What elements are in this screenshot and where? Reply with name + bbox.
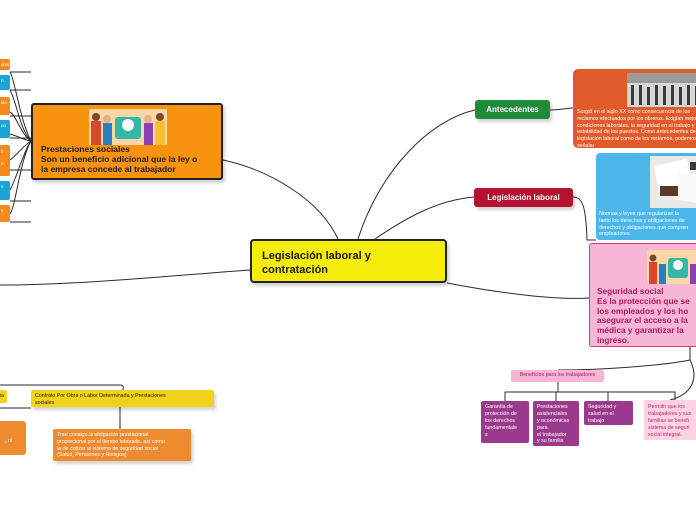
beneficio-item-text: Garantía de protección de los derechos f… [485, 404, 518, 438]
edge-node-text: n [1, 78, 4, 83]
contrato-detail-text: Trae consigo la obligación prestacional … [57, 432, 165, 459]
antecedentes-detail[interactable]: Surgió en el siglo XX como consecuencia … [573, 69, 696, 148]
edge-node-text: ias [1, 100, 7, 105]
edge-node-text: e [1, 161, 4, 166]
prestaciones-text: Prestaciones sociales Son un beneficio a… [41, 144, 198, 174]
workers-illustration [89, 109, 167, 145]
prestaciones-node[interactable]: Prestaciones sociales Son un beneficio a… [31, 103, 223, 180]
cutoff-yellow-node[interactable]: ia [0, 390, 7, 403]
edge-node[interactable]: n [0, 75, 10, 90]
beneficio-item[interactable]: Garantía de protección de los derechos f… [481, 401, 529, 443]
beneficio-item[interactable]: Seguridad y salud en el trabajo [584, 401, 633, 425]
edge-node-text: s [1, 208, 4, 213]
cutoff-orange-text: , ni [5, 438, 13, 444]
contrato-detail[interactable]: Trae consigo la obligación prestacional … [53, 429, 191, 461]
beneficios-label: Beneficios para los trabajadores [519, 372, 596, 378]
contrato-label: Contrato Por Obra o Labor Determinada y … [35, 393, 166, 406]
beneficios-node[interactable]: Beneficios para los trabajadores [511, 370, 604, 382]
edge-node-text: y [1, 148, 4, 153]
beneficio-item[interactable]: Prestaciones asistenciales y económicas … [533, 401, 579, 446]
edge-node[interactable]: onal [0, 59, 10, 70]
historic-photo [627, 73, 696, 107]
central-topic[interactable]: Legislación laboral y contratación [250, 239, 447, 283]
edge-node[interactable]: on [0, 120, 10, 138]
contrato-node[interactable]: Contrato Por Obra o Labor Determinada y … [31, 390, 214, 407]
beneficio-item-text: Permitir que los trabajadores y sus fami… [648, 404, 692, 438]
cutoff-yellow-text: ia [0, 393, 4, 399]
antecedentes-detail-text: Surgió en el siglo XX como consecuencia … [577, 109, 696, 148]
edge-node[interactable]: s [0, 181, 10, 200]
legislacion-node[interactable]: Legislación laboral [474, 188, 573, 207]
legislacion-detail-text: Normas y leyes que regularizan la tanto … [599, 211, 689, 238]
edge-node-text: s [1, 184, 4, 189]
documents-photo [650, 156, 696, 208]
beneficio-item[interactable]: Permitir que los trabajadores y sus fami… [644, 400, 696, 440]
edge-node[interactable]: s [0, 205, 10, 222]
edge-node[interactable]: y e [0, 145, 10, 176]
edge-node-text: on [1, 123, 7, 128]
legislacion-detail[interactable]: Normas y leyes que regularizan la tanto … [596, 153, 696, 240]
antecedentes-node[interactable]: Antecedentes [475, 100, 550, 119]
seguridad-social-text: Seguridad social Es la protección que se… [597, 286, 690, 345]
beneficio-item-text: Prestaciones asistenciales y económicas … [537, 404, 570, 445]
edge-node-text: onal [1, 62, 10, 67]
beneficio-item-text: Seguridad y salud en el trabajo [588, 404, 617, 424]
central-topic-title: Legislación laboral y contratación [262, 250, 371, 276]
cutoff-orange-node[interactable]: , ni [0, 421, 26, 455]
workers-illustration [647, 250, 696, 284]
edge-node[interactable]: ias [0, 97, 10, 115]
seguridad-social-node[interactable]: Seguridad social Es la protección que se… [589, 243, 696, 347]
